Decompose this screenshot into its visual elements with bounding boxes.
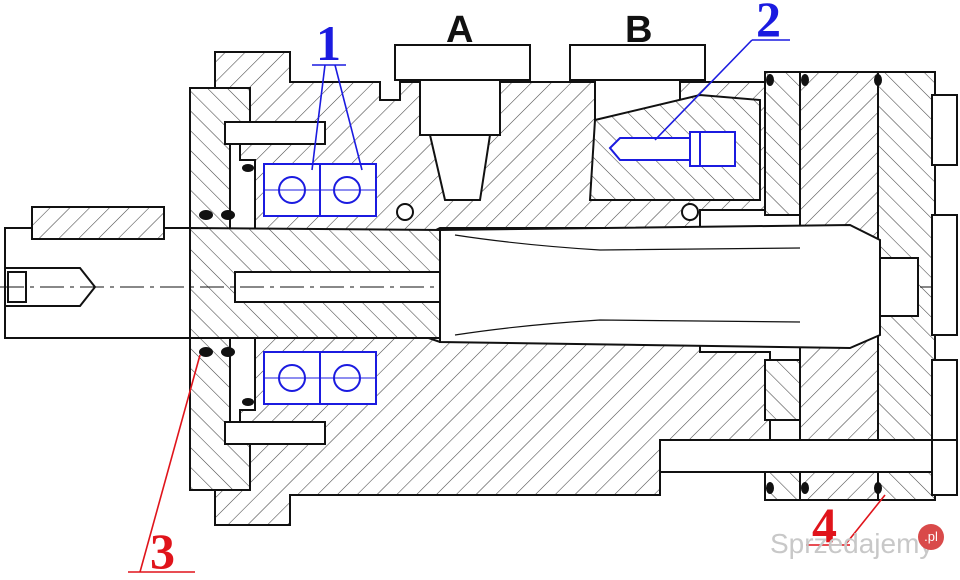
callout-1-leader xyxy=(311,64,363,171)
callout-4-label: 4 xyxy=(812,497,837,553)
port-b-label: B xyxy=(625,9,652,51)
ball-checks xyxy=(396,203,699,221)
check-valve-plug xyxy=(608,131,736,167)
port-b-fitting xyxy=(569,44,761,201)
callout-2-label: 2 xyxy=(756,0,781,47)
watermark-text: Sprzedajemy xyxy=(770,528,934,559)
callout-3-label: 3 xyxy=(150,523,175,579)
port-a-label: A xyxy=(446,9,473,51)
callout-3-leader xyxy=(128,354,201,573)
callout-1-label: 1 xyxy=(316,15,341,71)
flange-bolts xyxy=(224,121,326,445)
cardan-end-nut xyxy=(879,257,919,317)
cardan-shaft xyxy=(439,223,919,350)
end-bolts xyxy=(659,94,958,496)
shaft-key xyxy=(31,206,165,240)
bearing-upper xyxy=(263,163,377,217)
seals xyxy=(199,74,882,494)
callout-4-leader xyxy=(806,494,886,546)
port-a-fitting xyxy=(394,44,531,201)
callout-2-leader xyxy=(654,39,790,141)
watermark-badge: .pl xyxy=(918,524,944,550)
bearing-lower xyxy=(263,351,377,405)
